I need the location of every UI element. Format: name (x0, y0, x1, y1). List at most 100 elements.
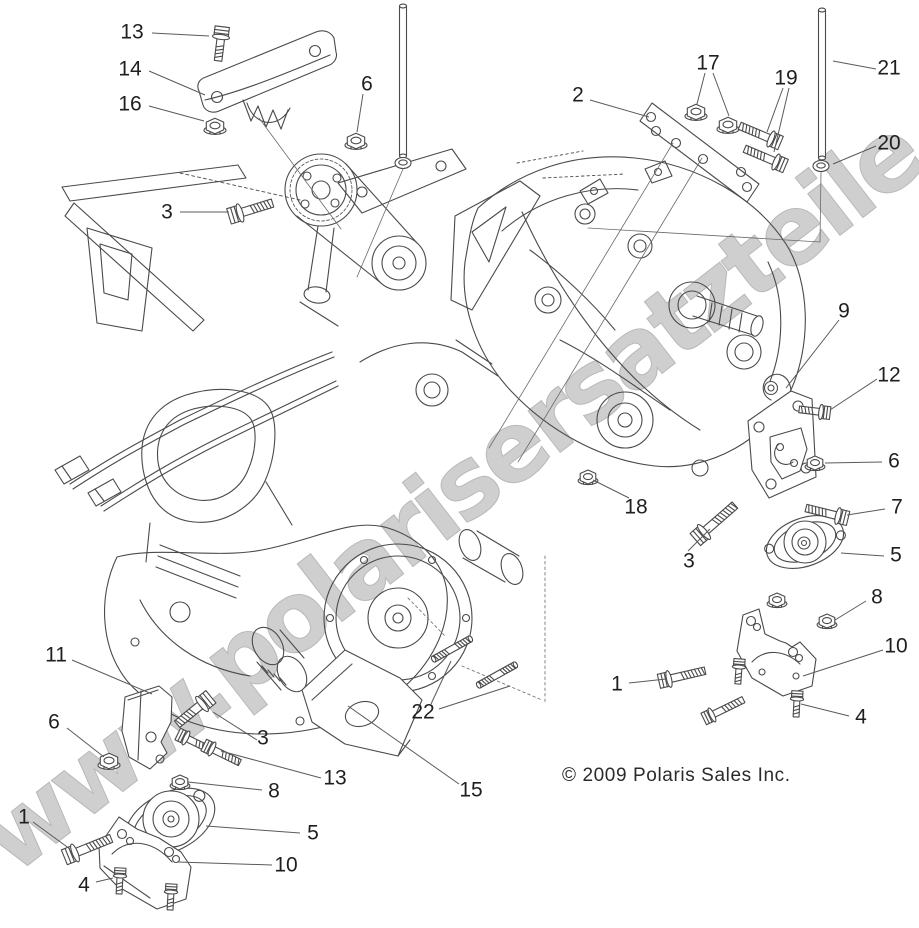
callout-5-label: 5 (307, 822, 319, 845)
leader-line-1 (628, 678, 667, 684)
leader-line-6 (824, 461, 883, 464)
bolt-4-bottom (112, 867, 128, 895)
callout-3-label: 3 (161, 201, 173, 224)
ring-left (394, 156, 412, 170)
bolt-4-right (789, 690, 805, 718)
leader-line-19 (766, 87, 784, 133)
callout-21-label: 21 (877, 57, 900, 80)
leader-line-16 (148, 105, 205, 122)
clevis-bracket (769, 427, 808, 480)
callout-16-label: 16 (118, 93, 141, 116)
nut-8-bottom (169, 774, 191, 791)
leader-line-10 (802, 649, 884, 677)
callout-11-label: 11 (45, 644, 67, 667)
nut-17-b (716, 116, 740, 134)
callout-14-label: 14 (118, 58, 142, 81)
leader-line-11 (71, 659, 153, 695)
spark-plug-fitting (87, 478, 122, 507)
callout-3-label: 3 (683, 550, 695, 573)
leader-line-7 (846, 508, 886, 516)
callout-2-label: 2 (572, 84, 584, 107)
leader-line-20 (832, 145, 877, 165)
callout-12-label: 12 (877, 364, 900, 387)
callout-5-label: 5 (890, 544, 902, 567)
bolt-12 (798, 403, 832, 421)
nut-6-bottom (97, 752, 121, 770)
callout-10-label: 10 (274, 854, 297, 877)
callout-13-label: 13 (323, 767, 346, 790)
spark-plug-fitting (54, 455, 90, 485)
hidden-lines (407, 555, 546, 703)
leader-line-22 (430, 660, 452, 705)
leader-line-19 (773, 87, 790, 153)
bolt-3-right (689, 501, 739, 547)
leader-line-10 (177, 861, 273, 866)
leader-line-5 (205, 825, 301, 834)
leader-line-9 (785, 319, 840, 389)
callout-13-label: 13 (120, 21, 143, 44)
mounting-plate-2 (639, 102, 760, 203)
leader-line-15 (347, 705, 460, 785)
callout-6-label: 6 (888, 450, 900, 473)
bolt-3-bottom (173, 689, 217, 728)
callout-6-label: 6 (361, 73, 373, 96)
leader-line-18 (592, 479, 630, 499)
callout-10-label: 10 (884, 635, 907, 658)
alignment-lines (258, 117, 822, 463)
nut-8-right (816, 613, 838, 630)
carburetor (359, 339, 499, 407)
nut-18 (577, 469, 599, 486)
callout-7-label: 7 (891, 496, 903, 519)
nut-6-top (344, 132, 368, 150)
callout-15-label: 15 (459, 779, 482, 802)
oil-filter (251, 626, 308, 693)
copyright-text: © 2009 Polaris Sales Inc. (562, 765, 791, 786)
callout-4-label: 4 (855, 706, 867, 729)
leader-line-8 (834, 600, 867, 621)
leader-line-8 (187, 781, 263, 791)
callout-3-label: 3 (257, 727, 269, 750)
starter-motor (458, 529, 524, 585)
callout-9-label: 9 (838, 300, 850, 323)
output-shaft (692, 295, 764, 337)
callout-18-label: 18 (624, 496, 647, 519)
bolt-13-top (211, 25, 231, 62)
leader-line-17 (712, 72, 730, 117)
leader-line-13 (220, 750, 322, 779)
screw-mid-a (731, 658, 747, 685)
skid-bracket-15 (301, 649, 423, 757)
leader-line-2 (589, 99, 650, 118)
leader-line-13 (151, 32, 210, 37)
nut-6-right (804, 455, 826, 472)
rod-21-right (817, 7, 827, 161)
callout-4-label: 4 (78, 874, 90, 897)
stud-22-b (475, 661, 519, 689)
leader-line-22 (438, 685, 511, 710)
callout-1-label: 1 (611, 673, 623, 696)
callout-17-label: 17 (696, 52, 719, 75)
hardware-parts (60, 3, 851, 911)
leader-line-12 (829, 378, 878, 411)
callout-8-label: 8 (871, 586, 883, 609)
leader-line-1 (32, 821, 71, 850)
frame-rails (61, 164, 301, 332)
rod-21-left (398, 3, 408, 159)
bolt-19-a (737, 121, 784, 151)
transmission-housing (450, 150, 806, 477)
engine-line-art (54, 30, 846, 910)
callout-19-label: 19 (774, 67, 797, 90)
leader-line-3 (687, 528, 711, 552)
engine-bracket-10-right (736, 608, 817, 697)
mount-bracket-11 (121, 685, 173, 770)
callout-1-label: 1 (18, 806, 30, 829)
rubber-mount-5-right (764, 515, 846, 569)
leader-line-3 (212, 711, 258, 741)
leader-line-4 (800, 703, 850, 717)
callout-6-label: 6 (48, 711, 60, 734)
callout-22-label: 22 (411, 701, 434, 724)
leader-line-14 (148, 70, 206, 96)
leader-line-6 (356, 93, 364, 133)
